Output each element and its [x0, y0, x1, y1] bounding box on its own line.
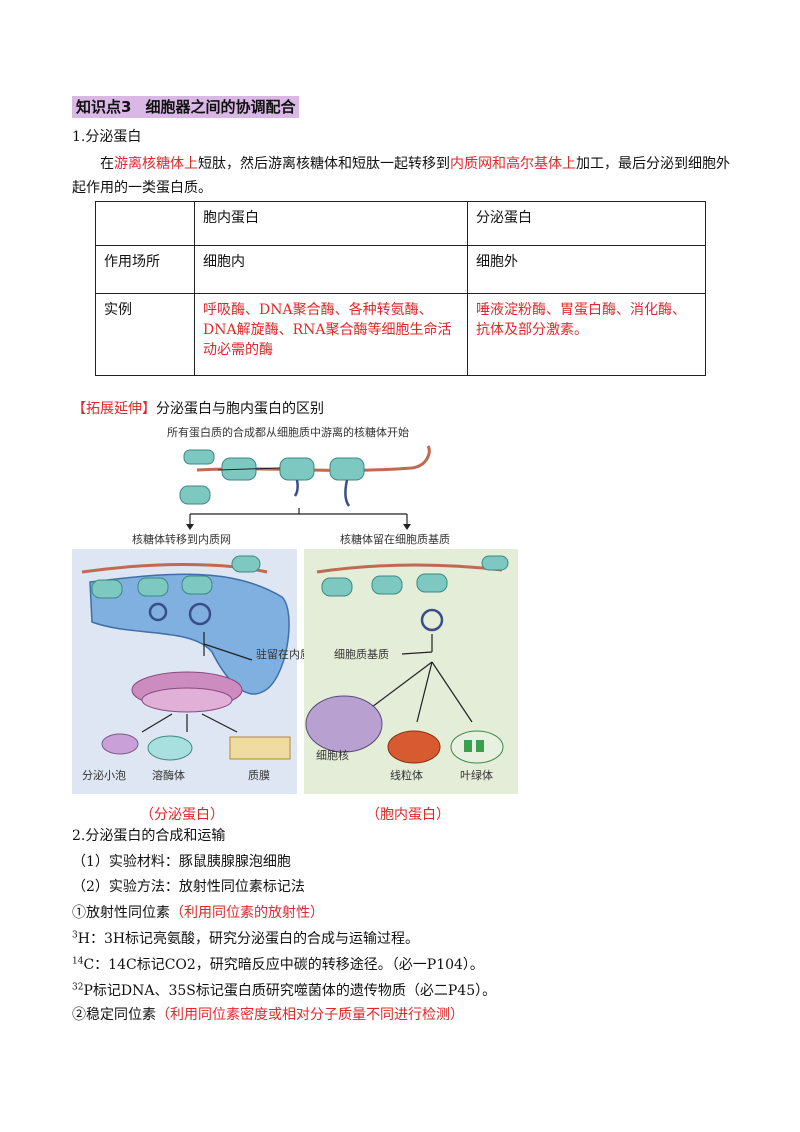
extension-tag: 【拓展延伸】 [72, 401, 156, 417]
ribosome-icon [279, 457, 315, 481]
membrane-label: 质膜 [248, 769, 270, 782]
phosphorus-text: P标记DNA、35S标记蛋白质研究噬菌体的遗传物质（必二P45）。 [83, 983, 497, 999]
ribosome-icon [329, 457, 365, 481]
section-heading: 知识点3 细胞器之间的协调配合 [72, 96, 300, 118]
protein-pathway-figure: 所有蛋白质的合成都从细胞质中游离的核糖体开始 核糖体转移到内质网 核糖体留在细胞… [72, 425, 518, 794]
left-panel-title: 核糖体转移到内质网 [132, 532, 231, 546]
secretory-vesicle [101, 733, 139, 755]
cytosol-label: 细胞质基质 [334, 648, 389, 661]
chloro-label: 叶绿体 [460, 768, 493, 782]
right-figure-caption: （胞内蛋白） [366, 807, 450, 823]
radio-isotope-line: ①放射性同位素（利用同位素的放射性） [72, 902, 324, 924]
stable-isotope-line: ②稳定同位素（利用同位素密度或相对分子质量不同进行检测） [72, 1004, 464, 1026]
para-highlight: 内质网和高尔基体上 [450, 156, 576, 172]
table-row-label: 作用场所 [95, 245, 195, 294]
radio-isotope-note: （利用同位素的放射性） [170, 905, 324, 921]
table-row: 实例 呼吸酶、DNA聚合酶、各种转氨酶、DNA解旋酶、RNA聚合酶等细胞生命活动… [95, 293, 706, 376]
table-cell: 细胞外 [467, 245, 706, 294]
table-cell: 呼吸酶、DNA聚合酶、各种转氨酶、DNA解旋酶、RNA聚合酶等细胞生命活动必需的… [194, 293, 468, 376]
endoplasmic-reticulum [89, 573, 290, 695]
table-header-cell: 分泌蛋白 [467, 201, 706, 246]
section2-title: 2.分泌蛋白的合成和运输 [72, 828, 226, 844]
right-panel-title: 核糖体留在细胞质基质 [340, 532, 450, 546]
ribosome-icon [183, 449, 215, 465]
radio-isotope-label: ①放射性同位素 [72, 905, 170, 921]
left-figure-caption: （分泌蛋白） [140, 807, 224, 823]
lysosome-label: 溶酶体 [152, 768, 185, 782]
experiment-material: （1）实验材料：豚鼠胰腺腺泡细胞 [72, 854, 291, 870]
extension-title: 分泌蛋白与胞内蛋白的区别 [156, 401, 324, 417]
nucleus [305, 695, 383, 753]
experiment-method: （2）实验方法：放射性同位素标记法 [72, 879, 305, 895]
heading-number: 知识点3 [76, 98, 132, 116]
stable-isotope-label: ②稳定同位素 [72, 1007, 156, 1023]
protein-comparison-table: 胞内蛋白 分泌蛋白 作用场所 细胞内 细胞外 实例 呼吸酶、DNA聚合酶、各种转… [95, 201, 706, 376]
extension-line: 【拓展延伸】分泌蛋白与胞内蛋白的区别 [72, 398, 324, 420]
plasma-membrane [229, 736, 291, 760]
section1-paragraph: 在游离核糖体上短肽，然后游离核糖体和短肽一起转移到内质网和高尔基体上加工，最后分… [72, 152, 732, 200]
nucleus-label: 细胞核 [316, 748, 349, 762]
section1-title: 1.分泌蛋白 [72, 129, 142, 145]
para-text: 加工，最后分泌到细胞外起作用的一类蛋白质。 [72, 156, 730, 196]
phosphorus-line: 32P标记DNA、35S标记蛋白质研究噬菌体的遗传物质（必二P45）。 [72, 982, 497, 999]
table-row: 作用场所 细胞内 细胞外 [95, 245, 706, 294]
stable-isotope-note: （利用同位素密度或相对分子质量不同进行检测） [156, 1007, 464, 1023]
carbon-text: C：14C标记CO2，研究暗反应中碳的转移途径。（必一P104）。 [83, 957, 484, 973]
para-text: 在 [100, 156, 114, 172]
figure-top-caption: 所有蛋白质的合成都从细胞质中游离的核糖体开始 [167, 425, 409, 439]
para-highlight: 游离核糖体上 [114, 156, 198, 172]
table-row-label: 实例 [95, 293, 195, 376]
carbon-line: 14C：14C标记CO2，研究暗反应中碳的转移途径。（必一P104）。 [72, 956, 484, 973]
para-text: 短肽，然后游离核糖体和短肽一起转移到 [198, 156, 450, 172]
lysosome [147, 735, 193, 761]
mito-label: 线粒体 [390, 768, 423, 782]
table-cell: 细胞内 [194, 245, 468, 294]
hydrogen-line: 3H：3H标记亮氨酸，研究分泌蛋白的合成与运输过程。 [72, 930, 420, 947]
ribosome-icon [179, 485, 211, 505]
vesicle-label: 分泌小泡 [82, 768, 126, 782]
table-header-cell: 胞内蛋白 [194, 201, 468, 246]
mitochondrion [387, 730, 441, 764]
table-header-cell [95, 201, 195, 246]
table-cell: 唾液淀粉酶、胃蛋白酶、消化酶、抗体及部分激素。 [467, 293, 706, 376]
hydrogen-text: H：3H标记亮氨酸，研究分泌蛋白的合成与运输过程。 [77, 931, 420, 947]
heading-title: 细胞器之间的协调配合 [145, 98, 296, 116]
